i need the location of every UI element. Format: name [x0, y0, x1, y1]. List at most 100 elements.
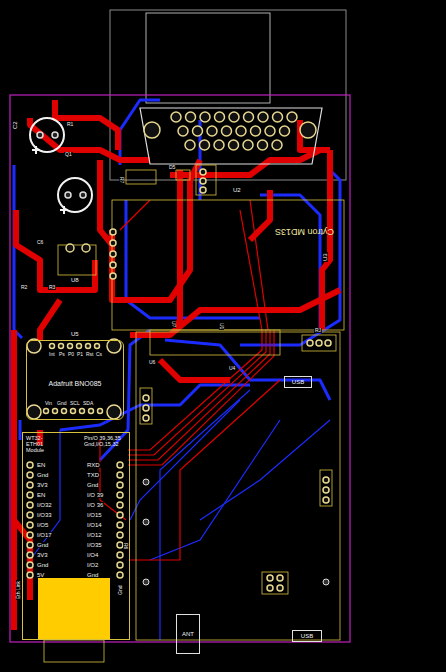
module-outline: [112, 200, 344, 330]
top-signal-traces: [100, 200, 280, 560]
part-designator: RJ: [314, 328, 322, 333]
part-designator: C6: [36, 240, 44, 245]
pin-name: Gnd: [36, 562, 49, 568]
component-label: Cytron MD13S: [275, 226, 334, 236]
part-designator: SDA: [82, 401, 94, 406]
pad: [62, 409, 67, 414]
part-designator: R2: [20, 285, 28, 290]
connector-outline: [146, 13, 270, 103]
pad: [143, 395, 149, 401]
pad: [27, 472, 33, 478]
pad: [243, 140, 253, 150]
pad: [71, 409, 76, 414]
pad: [53, 409, 58, 414]
pad: [200, 112, 210, 122]
test-hole: [143, 479, 329, 585]
pad: [272, 140, 282, 150]
pad: [27, 492, 33, 498]
pad: [185, 140, 195, 150]
pin-name: I/O12: [86, 532, 103, 538]
pad: [280, 126, 290, 136]
pad: [143, 405, 149, 411]
pad: [44, 409, 49, 414]
pad: [144, 122, 160, 138]
pin-name: Gnd: [118, 585, 123, 596]
part-designator: U1: [219, 322, 224, 330]
pin-name: Gnd: [36, 472, 49, 478]
pad: [236, 126, 246, 136]
pad: [229, 140, 239, 150]
pad: [273, 112, 283, 122]
part-designator: U2: [232, 187, 242, 193]
pad: [27, 532, 33, 538]
pad: [323, 477, 329, 483]
board-outline: [10, 95, 350, 642]
part-designator: R3: [48, 285, 56, 290]
part-designator: Gnd: [56, 401, 67, 406]
component-outline: ANT: [176, 614, 200, 654]
pin-name: I/O14: [86, 522, 103, 528]
pad: [300, 122, 316, 138]
module-outline: [136, 332, 340, 640]
pad-group: [27, 112, 331, 591]
pin-name: Eth Link: [16, 580, 21, 600]
top-traces: [14, 100, 340, 630]
silkscreen-outline: [58, 165, 336, 594]
pad: [143, 415, 149, 421]
pad: [117, 532, 123, 538]
pin-name: I/O 36: [86, 502, 104, 508]
pin-name: Gnd: [86, 482, 99, 488]
bottom-traces: [14, 100, 340, 460]
pad: [86, 344, 91, 349]
ethernet-jack-outline: [44, 640, 104, 662]
pin-name: I/O17: [36, 532, 53, 538]
pad: [323, 487, 329, 493]
pin-name: I/O5: [36, 522, 49, 528]
pad: [267, 575, 273, 581]
pad: [258, 112, 268, 122]
pad: [258, 140, 268, 150]
pin-name: EN: [36, 462, 46, 468]
pin-name: I/O2: [86, 562, 99, 568]
pad: [186, 112, 196, 122]
pad: [117, 462, 123, 468]
pin-name: I/O33: [36, 512, 53, 518]
pad: [178, 126, 188, 136]
module-outline: [150, 330, 280, 355]
component-label: USB: [292, 379, 304, 386]
pad: [27, 552, 33, 558]
pad: [287, 112, 297, 122]
part-designator: P1: [76, 352, 84, 357]
pad: [50, 344, 55, 349]
pad: [110, 262, 116, 268]
pad: [251, 126, 261, 136]
pad: [200, 187, 206, 193]
part-designator: Q1: [64, 152, 73, 157]
pad: [316, 340, 322, 346]
pad: [117, 502, 123, 508]
part-designator: U6: [148, 360, 156, 365]
component-outline: Cytron MD13S: [112, 200, 344, 330]
part-designator: R7: [119, 176, 124, 184]
pad: [27, 542, 33, 548]
component-label: Adafruit BNO085: [49, 380, 102, 388]
pad: [27, 462, 33, 468]
component-outline: USB: [292, 630, 322, 642]
pad: [27, 502, 33, 508]
component-label: ANT: [182, 631, 194, 638]
pin-name: 3V3: [36, 552, 49, 558]
part-designator: U4: [228, 366, 236, 371]
pad: [277, 585, 283, 591]
part-designator: P0: [67, 352, 75, 357]
pad: [27, 572, 33, 578]
pad: [27, 339, 41, 353]
part-designator: U7: [171, 320, 176, 328]
capacitor-pad: [37, 132, 86, 198]
pad: [325, 340, 331, 346]
part-designator: Int: [48, 352, 56, 357]
pad: [66, 244, 74, 252]
pad: [200, 178, 206, 184]
db-connector: [140, 108, 322, 164]
pad: [27, 522, 33, 528]
